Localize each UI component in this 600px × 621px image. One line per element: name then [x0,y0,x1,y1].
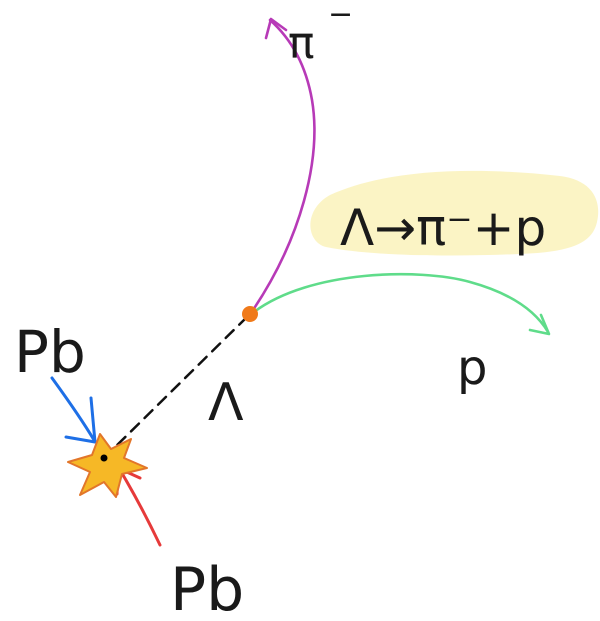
pion-arrowhead [264,17,288,40]
pb-top-arrow [50,376,96,442]
pion-label: π [288,18,315,69]
lambda-label: Λ [208,373,244,433]
star-burst-icon [67,433,148,498]
lambda-track [102,312,252,460]
pb-top-label: Pb [14,318,86,386]
pion-charge-label: − [328,0,353,32]
reaction-label: Λ→π⁻+p [340,199,546,257]
pb-top-arrowhead [64,396,97,444]
vertex-dot-icon [242,306,258,322]
proton-label: p [457,340,487,396]
proton-track [252,272,550,334]
pion-track [251,18,316,312]
pb-bottom-label: Pb [170,555,244,621]
proton-arrowhead [528,313,551,336]
pb-bottom-arrow [118,468,162,547]
reaction-highlight [310,170,599,256]
